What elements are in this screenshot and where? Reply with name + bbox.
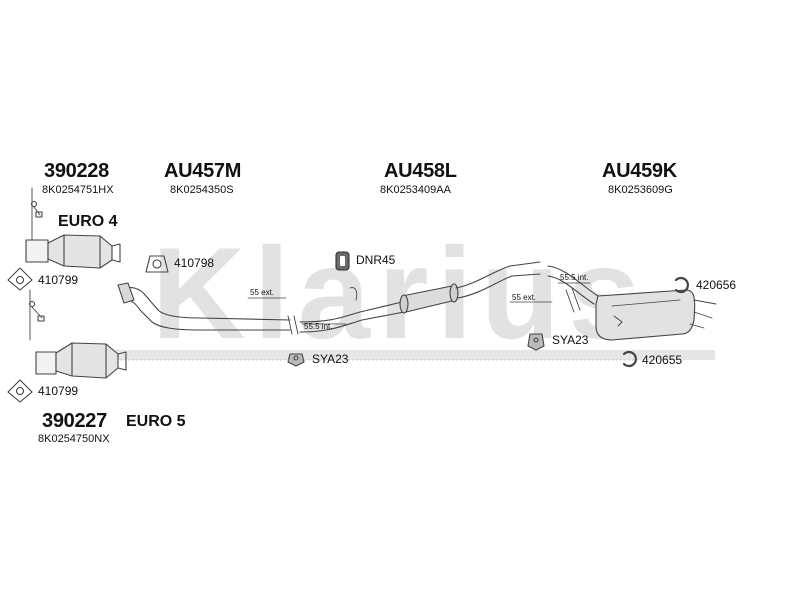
clamp-icon [674, 276, 689, 294]
clamp-icon [622, 350, 637, 368]
fitting-code: 410798 [174, 256, 215, 270]
klarius-watermark: Klarius [152, 220, 649, 366]
gasket-icon [7, 267, 33, 291]
gasket-icon [7, 379, 33, 403]
oe-number-au459k: 8K0253609G [608, 184, 673, 196]
gasket-hole-icon [152, 259, 162, 269]
catalytic-converter-euro5 [28, 289, 127, 379]
fitting-code: 410799 [38, 273, 79, 287]
gasket-hole-icon [15, 275, 25, 285]
fitting-code: SYA23 [312, 352, 349, 366]
fitting-code: 420656 [696, 278, 737, 292]
hanger-hole-icon [533, 337, 539, 343]
fitting-code: DNR45 [356, 253, 396, 267]
fitting-code: SYA23 [552, 333, 589, 347]
oe-number-au458l: 8K0253409AA [380, 184, 451, 196]
measurement-label: 55.5 int. [304, 322, 333, 331]
fitting-code: 410799 [38, 384, 79, 398]
front-pipe-au457m [117, 282, 299, 335]
euro5-label: EURO 5 [126, 413, 186, 430]
watermark-underline [80, 350, 715, 360]
rear-silencer-au459k [547, 265, 717, 341]
oe-number-390227: 8K0254750NX [38, 433, 110, 445]
measurement-label: 55.5 int. [560, 273, 589, 282]
part-number-390227: 390227 [42, 410, 107, 432]
oe-number-au457m: 8K0254350S [170, 184, 234, 196]
centre-pipe-au458l [299, 261, 541, 333]
measurement-label: 55 ext. [512, 293, 537, 302]
catalytic-converter-euro4 [25, 187, 121, 269]
part-number-au457m: AU457M [164, 160, 242, 182]
part-number-au459k: AU459K [602, 160, 677, 182]
fitting-code: 420655 [642, 353, 683, 367]
part-number-390228: 390228 [44, 160, 109, 182]
gasket-hole-icon [15, 386, 25, 396]
euro4-label: EURO 4 [58, 213, 118, 230]
part-number-au458l: AU458L [384, 160, 457, 182]
rubber-mount-hole-icon [340, 256, 345, 266]
measurement-label: 55 ext. [250, 288, 275, 297]
gasket-icon [145, 255, 169, 273]
oe-number-390228: 8K0254751HX [42, 184, 114, 196]
